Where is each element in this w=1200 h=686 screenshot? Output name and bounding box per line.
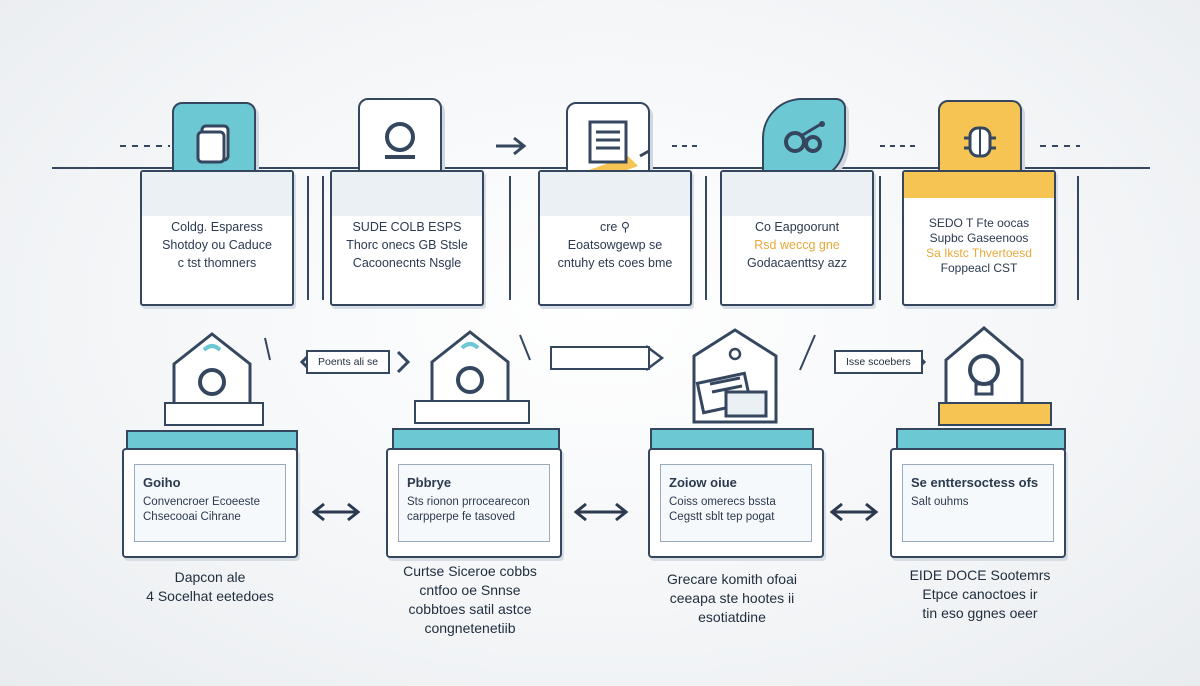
card-title: Zoiow oiue — [669, 475, 737, 490]
house-icon — [172, 332, 252, 410]
card-line-accent: Rsd weccg gne — [754, 238, 840, 252]
card-line: Coldg. Esparess — [171, 220, 263, 234]
caption-line: tin eso ggnes oeer — [922, 605, 1038, 621]
top-step-card-3: cre ⚲ Eoatsowgewp se cntuhy ets coes bme — [538, 170, 692, 306]
bottom-step-card-2: Pbbrye Sts rionon prrocearecon carpperpe… — [386, 448, 562, 558]
card-line: Shotdoy ou Caduce — [162, 238, 272, 252]
top-step-card-1: Coldg. Esparess Shotdoy ou Caduce c tst … — [140, 170, 294, 306]
caption-line: EIDE DOCE Sootemrs — [909, 567, 1051, 583]
caption-line: Grecare komith ofoai — [667, 571, 797, 587]
card-line: Supbc Gaseenoos — [929, 231, 1029, 245]
card-line: Sts rionon prrocearecon — [407, 496, 530, 508]
caption-line: Dapcon ale — [174, 569, 246, 585]
caption-line: esotiatdine — [698, 609, 766, 625]
caption-line: 4 Socelhat eetedoes — [146, 588, 274, 604]
top-step-card-2: SUDE COLB ESPS Thorc onecs GB Stsle Caco… — [330, 170, 484, 306]
card-line: Co Eapgoorunt — [754, 220, 840, 234]
card-line: Foppeacl CST — [940, 261, 1018, 275]
caption-line: Curtse Siceroe cobbs — [403, 563, 537, 579]
card-line: Coiss omerecs bssta — [669, 496, 776, 508]
card-line: carpperpe fe tasoved — [407, 511, 516, 523]
bottom-step-card-4: Se enttersoctess ofs Salt ouhms — [890, 448, 1066, 558]
card-tray — [650, 428, 814, 450]
card-line: Godacaenttsy azz — [746, 256, 848, 270]
card-line: Cacoonecnts Nsgle — [352, 256, 462, 270]
card-line: SUDE COLB ESPS — [352, 220, 462, 234]
connector-bar-2 — [550, 346, 650, 370]
card-line-accent: Sa Ikstc Thvertoesd — [926, 246, 1032, 260]
bulb-icon — [944, 326, 1024, 406]
bottom-step-card-3: Zoiow oiue Coiss omerecs bssta Cegstt sb… — [648, 448, 824, 558]
caption-line: congnetenetiib — [424, 620, 516, 636]
double-arrow-icon — [311, 502, 361, 522]
card-line: cntuhy ets coes bme — [557, 256, 673, 270]
step-caption-4: EIDE DOCE Sootemrs Etpce canoctoes ir ti… — [880, 566, 1080, 623]
card-line: c tst thomners — [177, 256, 257, 270]
double-arrow-icon — [573, 502, 629, 522]
card-line: Convencroer Ecoeeste — [143, 496, 260, 508]
house-base-accent — [938, 402, 1052, 426]
caption-line: cobbtoes satil astce — [408, 601, 532, 617]
card-line: Salt ouhms — [911, 496, 969, 508]
link-icon — [762, 98, 846, 182]
card-tray — [896, 428, 1066, 450]
card-title: Pbbrye — [407, 475, 452, 490]
top-step-card-5: SEDO T Fte oocas Supbc Gaseenoos Sa Ikst… — [902, 170, 1056, 306]
card-line: Cegstt sblt tep pogat — [669, 511, 775, 523]
connector-label-3: Isse scoebers — [834, 350, 923, 374]
card-line: Thorc onecs GB Stsle — [346, 238, 468, 252]
house-base — [414, 400, 530, 424]
arrow-right-icon — [496, 136, 527, 156]
house-base — [164, 402, 264, 426]
step-caption-1: Dapcon ale 4 Socelhat eetedoes — [110, 568, 310, 606]
double-arrow-icon — [829, 502, 879, 522]
card-line: cre ⚲ — [600, 220, 630, 234]
card-line: Chsecooai Cihrane — [143, 511, 241, 523]
card-tray — [392, 428, 560, 450]
top-step-card-4: Co Eapgoorunt Rsd weccg gne Godacaenttsy… — [720, 170, 874, 306]
house-icon — [430, 330, 510, 408]
ring-icon — [358, 98, 442, 182]
card-title: Goiho — [143, 475, 181, 490]
caption-line: cntfoo oe Snnse — [419, 582, 521, 598]
caption-line: Etpce canoctoes ir — [922, 586, 1038, 602]
card-title: Se enttersoctess ofs — [911, 475, 1039, 490]
card-line: SEDO T Fte oocas — [928, 216, 1030, 230]
step-caption-3: Grecare komith ofoai ceeapa ste hootes i… — [632, 570, 832, 627]
connector-label-1: Poents ali se — [306, 350, 391, 374]
document-stack-icon — [692, 328, 778, 424]
bottom-step-card-1: Goiho Convencroer Ecoeeste Chsecooai Cih… — [122, 448, 298, 558]
step-caption-2: Curtse Siceroe cobbs cntfoo oe Snnse cob… — [370, 562, 570, 638]
card-line: Eoatsowgewp se — [567, 238, 663, 252]
caption-line: ceeapa ste hootes ii — [669, 590, 795, 606]
